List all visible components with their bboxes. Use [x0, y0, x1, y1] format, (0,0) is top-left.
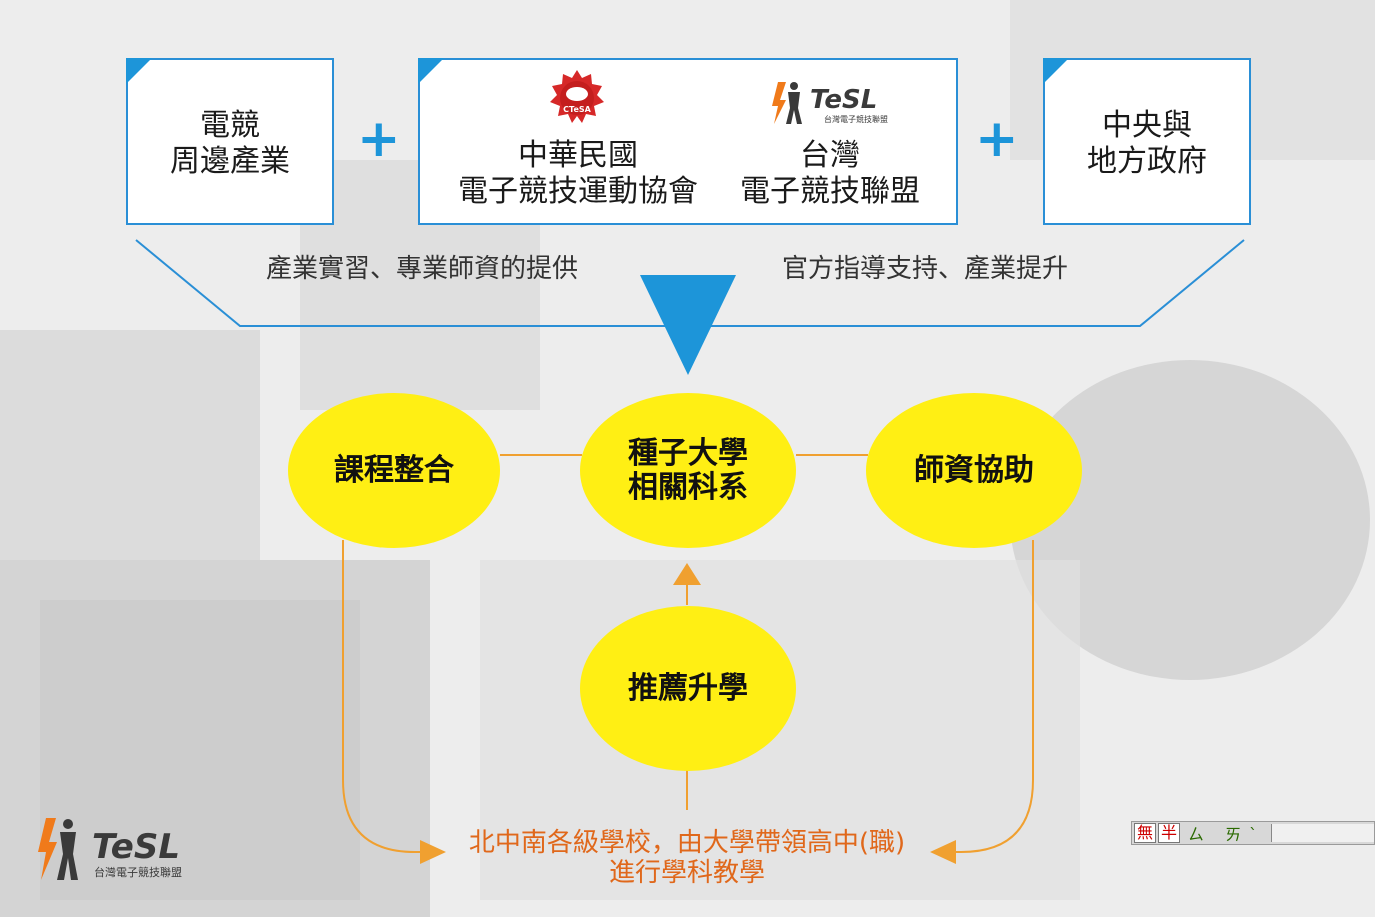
box-corner-accent	[1043, 58, 1069, 84]
ime-mode-1[interactable]: 無	[1134, 823, 1157, 843]
caption-right: 官方指導支持、產業提升	[782, 254, 1069, 284]
ime-phonetic: ㄙ ㄞˋ	[1188, 825, 1266, 844]
cesa-logo-text: CTeSA	[563, 105, 591, 114]
tesl-logo: TeSL 台灣電子競技聯盟	[772, 82, 888, 124]
footer-logo-text: TeSL	[92, 827, 180, 867]
cesa-line-1: 中華民國	[518, 138, 638, 173]
seed-line-1: 種子大學	[628, 435, 748, 471]
industry-box: 電競 周邊產業	[126, 58, 334, 225]
left-curve-link	[342, 540, 428, 853]
right-curve-link	[948, 540, 1034, 853]
up-arrow-head	[673, 563, 701, 585]
seed-line-2: 相關科系	[628, 469, 748, 505]
down-arrow-triangle	[640, 275, 736, 375]
plus-sign-left: +	[357, 109, 401, 169]
curriculum-circle: 課程整合	[288, 393, 500, 548]
association-box: CTeSA 中華民國 電子競技運動協會 TeSL 台灣電子競技聯盟 台灣 電子競…	[418, 58, 958, 225]
bottom-description: 北中南各級學校，由大學帶領高中(職) 進行學科教學	[447, 828, 927, 888]
footer-logo-sub: 台灣電子競技聯盟	[94, 865, 182, 879]
caption-left: 產業實習、專業師資的提供	[266, 254, 579, 284]
left-arrow-head	[420, 840, 446, 864]
industry-line-1: 電競	[200, 108, 260, 143]
tesl-line-2: 電子競技聯盟	[740, 174, 920, 209]
curriculum-label: 課程整合	[334, 452, 454, 488]
plus-sign-right: +	[975, 109, 1019, 169]
tesl-logo-text: TeSL	[810, 85, 877, 115]
teacher-circle: 師資協助	[866, 393, 1082, 548]
promotion-label: 推薦升學	[628, 670, 748, 706]
teacher-label: 師資協助	[914, 452, 1034, 488]
promotion-circle: 推薦升學	[580, 606, 796, 771]
cesa-logo: CTeSA	[550, 70, 604, 123]
government-line-1: 中央與	[1102, 108, 1192, 143]
ime-status-bar[interactable]: 無 半 ㄙ ㄞˋ	[1131, 821, 1375, 845]
box-corner-accent	[418, 58, 444, 84]
footer-tesl-logo: TeSL 台灣電子競技聯盟	[38, 818, 182, 880]
ime-mode-2[interactable]: 半	[1158, 823, 1181, 843]
box-corner-accent	[126, 58, 152, 84]
right-arrow-head	[930, 840, 956, 864]
tesl-logo-sub: 台灣電子競技聯盟	[824, 114, 888, 124]
ime-input-area[interactable]	[1271, 824, 1374, 842]
government-line-2: 地方政府	[1087, 144, 1207, 179]
bottom-line-1: 北中南各級學校，由大學帶領高中(職)	[468, 828, 906, 858]
seed-university-circle: 種子大學 相關科系	[580, 393, 796, 548]
tesl-line-1: 台灣	[800, 138, 860, 173]
government-box: 中央與 地方政府	[1043, 58, 1251, 225]
industry-line-2: 周邊產業	[170, 144, 290, 179]
bottom-line-2: 進行學科教學	[608, 858, 765, 888]
cesa-line-2: 電子競技運動協會	[458, 174, 698, 209]
